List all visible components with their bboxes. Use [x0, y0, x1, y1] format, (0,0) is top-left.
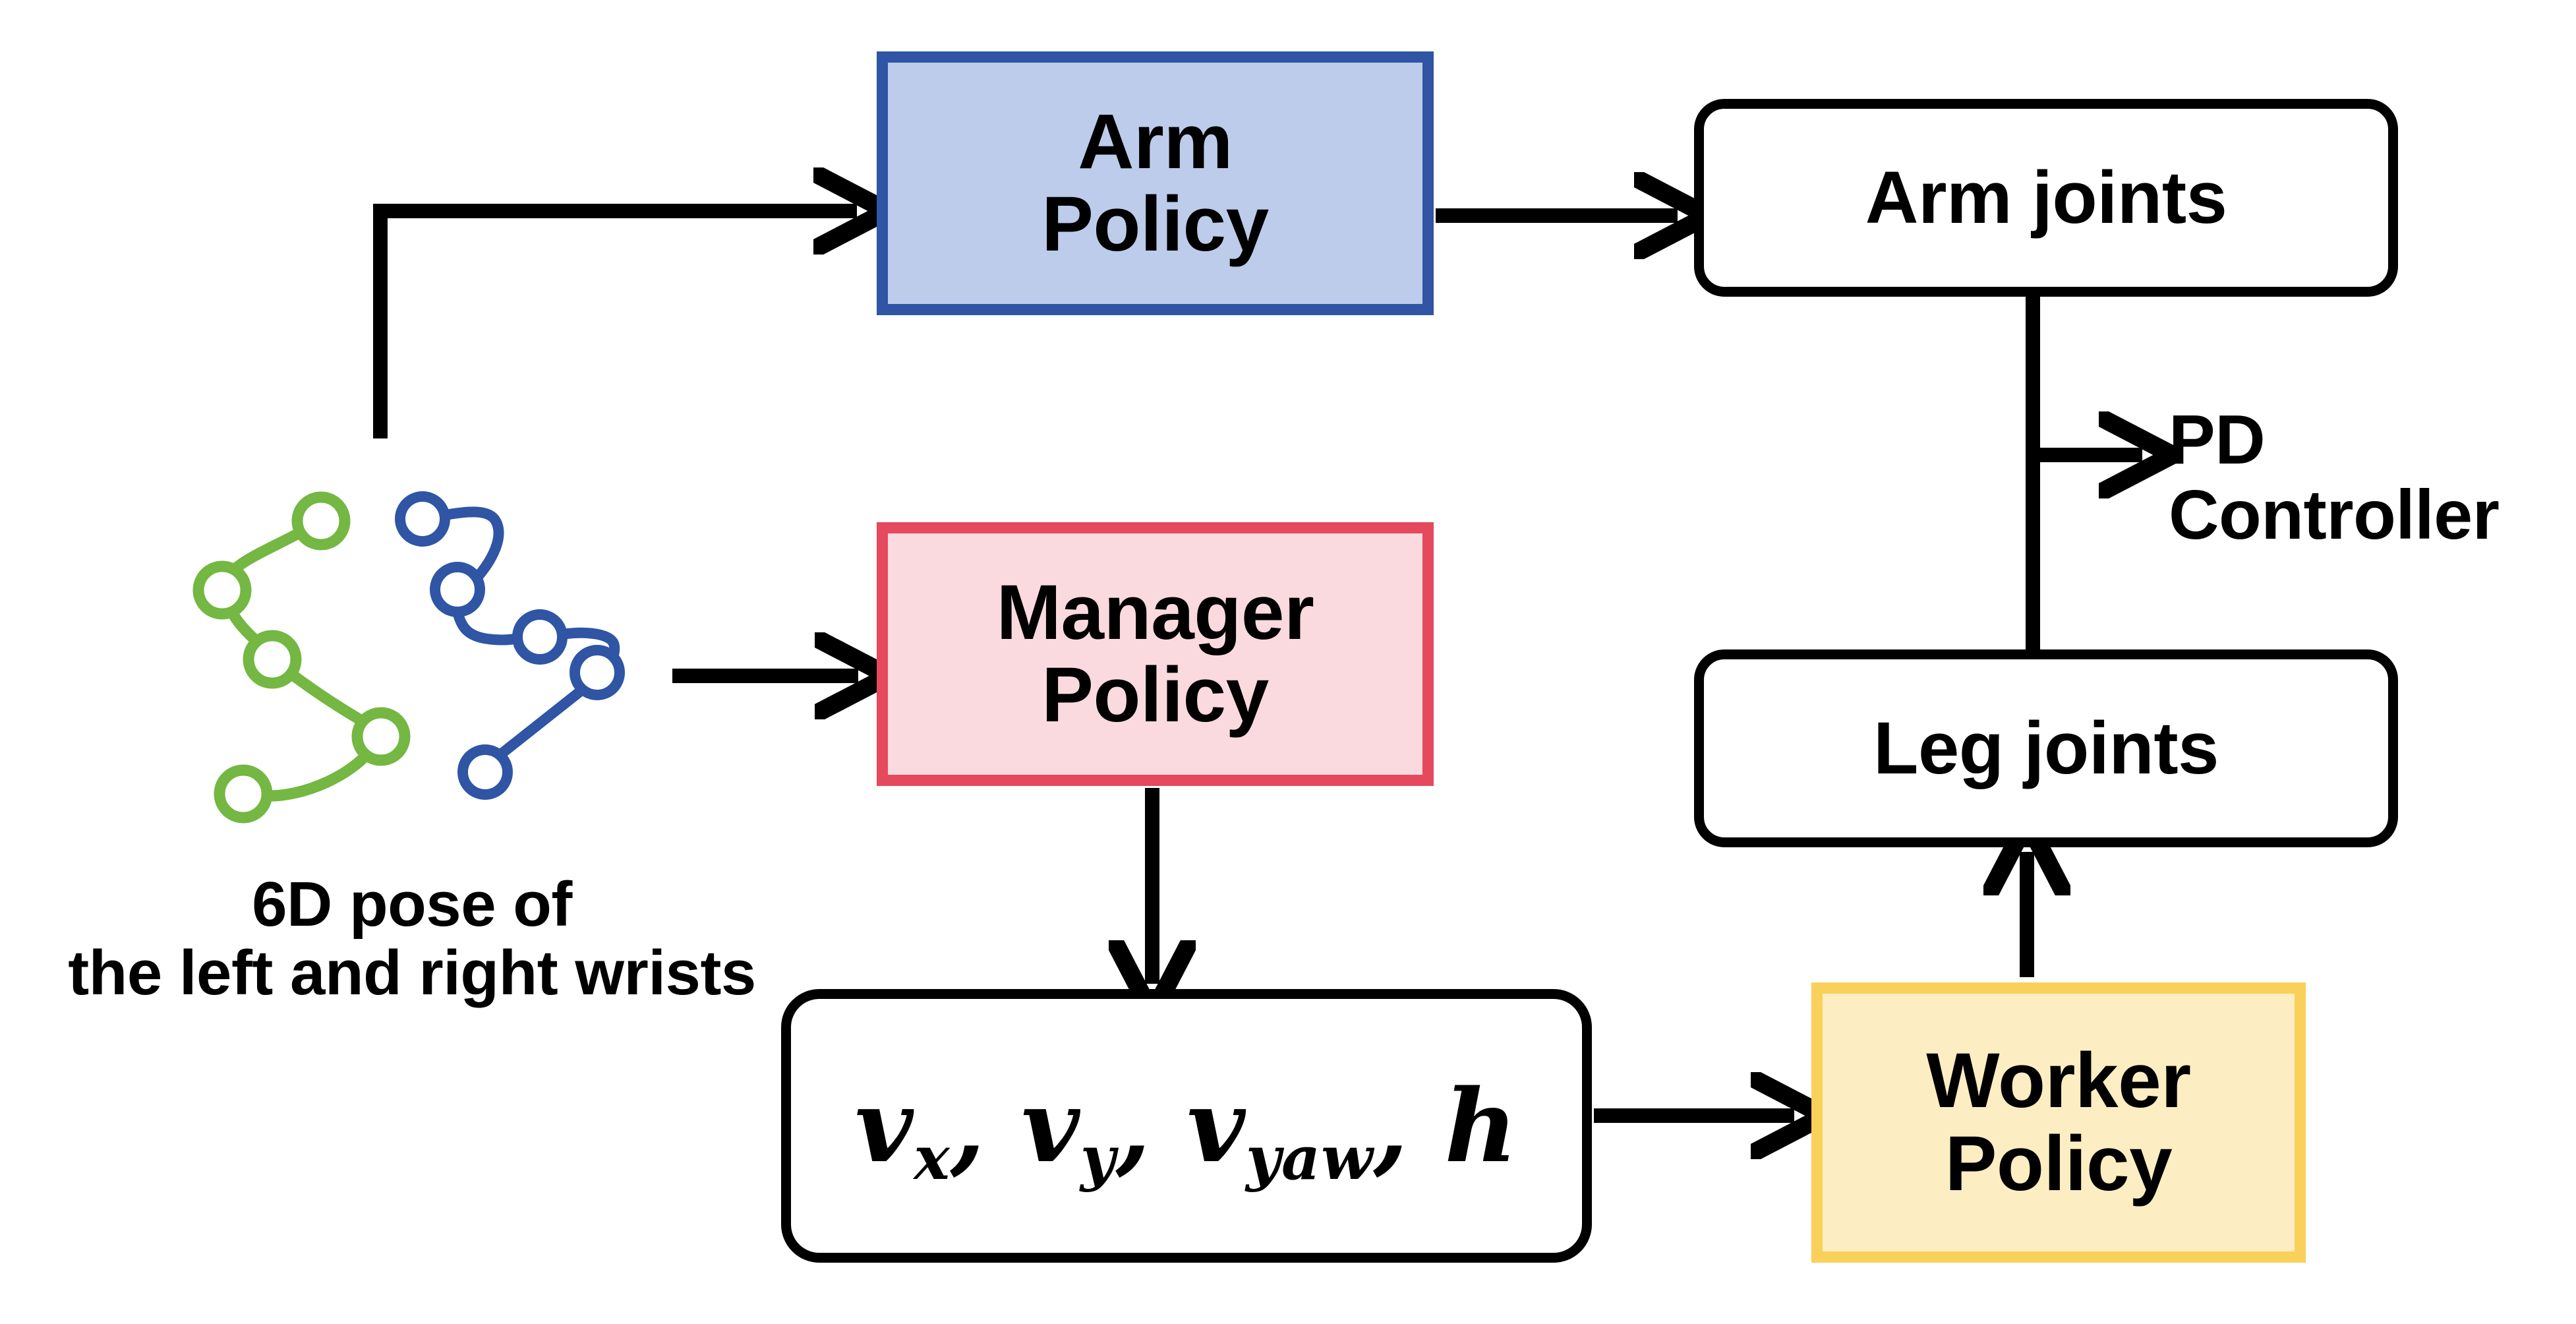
right-wrist-node — [395, 491, 450, 547]
arm-policy-box[interactable]: Arm Policy — [877, 51, 1434, 315]
arm-policy-label: Arm Policy — [1041, 98, 1269, 268]
leg-joints-box[interactable]: Leg joints — [1694, 649, 2398, 847]
arm-joints-box[interactable]: Arm joints — [1694, 99, 2398, 297]
worker-policy-label: Worker Policy — [1926, 1037, 2191, 1207]
left-wrist-node — [214, 764, 273, 824]
arm-joints-label: Arm joints — [1865, 156, 2227, 239]
height-symbol: h — [1444, 1066, 1518, 1185]
right-wrist-trajectory — [395, 491, 625, 800]
worker-policy-box[interactable]: Worker Policy — [1811, 982, 2306, 1263]
left-wrist-node — [291, 491, 351, 551]
edge-wrist-to-arm-policy — [373, 211, 857, 438]
velocity-command-formula: vx, vy, vyaw, h — [855, 1066, 1518, 1194]
leg-joints-label: Leg joints — [1873, 706, 2219, 789]
left-wrist-node — [192, 560, 252, 620]
vyaw-symbol: v — [1186, 1066, 1246, 1185]
right-wrist-node — [430, 562, 485, 617]
velocity-command-box[interactable]: vx, vy, vyaw, h — [781, 989, 1592, 1263]
right-wrist-node — [512, 609, 568, 665]
vx-symbol: v — [855, 1066, 914, 1185]
manager-policy-label: Manager Policy — [996, 568, 1314, 738]
vy-symbol: v — [1021, 1066, 1080, 1185]
pd-controller-label: PD Controller — [2169, 401, 2500, 555]
right-wrist-node — [457, 744, 513, 800]
left-wrist-node — [351, 707, 411, 766]
right-wrist-node — [570, 645, 625, 700]
left-wrist-node — [243, 630, 302, 689]
manager-policy-box[interactable]: Manager Policy — [877, 522, 1434, 786]
left-wrist-trajectory — [192, 491, 411, 824]
wrist-input-label: 6D pose of the left and right wrists — [68, 869, 756, 1008]
vx-subscript: x — [914, 1122, 951, 1194]
vy-subscript: y — [1080, 1122, 1116, 1194]
vyaw-subscript: yaw — [1246, 1122, 1374, 1194]
